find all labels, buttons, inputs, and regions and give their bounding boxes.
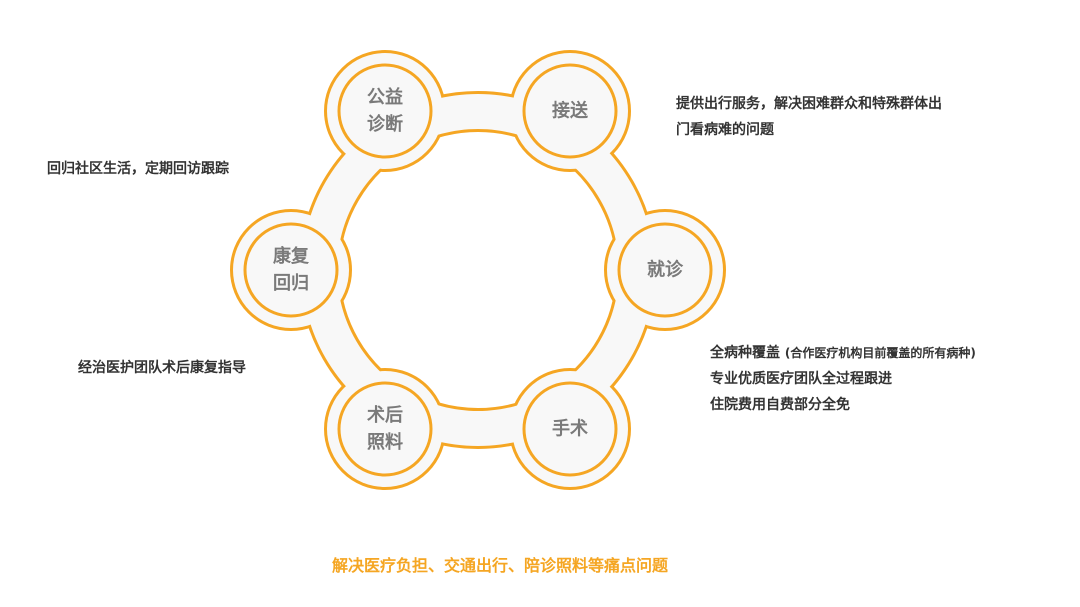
node-label-line: 接送 — [552, 100, 588, 122]
node-circle-gongyi — [337, 63, 433, 159]
footer-summary: 解决医疗负担、交通出行、陪诊照料等痛点问题 — [331, 556, 668, 575]
node-label-line: 术后 — [367, 405, 403, 426]
node-kangfu: 康复回归 — [246, 243, 336, 297]
note-jiesong: 提供出行服务，解决困难群众和特殊群体出 门看病难的问题 — [676, 91, 942, 143]
note-line: 住院费用自费部分全免 — [710, 397, 850, 413]
node-circle-shoushu — [522, 381, 618, 477]
node-circle-jiuzhen — [617, 222, 713, 318]
note-jiuzhen: 全病种覆盖 (合作医疗机构目前覆盖的所有病种) 专业优质医疗团队全过程跟进 住院… — [710, 340, 976, 418]
note-line: 提供出行服务，解决困难群众和特殊群体出 — [676, 96, 942, 112]
node-label-line: 就诊 — [647, 259, 683, 281]
node-circle-shuhou — [337, 381, 433, 477]
node-label-line: 照料 — [367, 432, 403, 453]
note-text: 全病种覆盖 — [710, 345, 780, 361]
note-line: 全病种覆盖 (合作医疗机构目前覆盖的所有病种) — [710, 340, 976, 366]
note-kangfu-top: 回归社区生活，定期回访跟踪 — [47, 161, 229, 177]
node-label-line: 公益 — [367, 87, 403, 108]
node-shuhou: 术后照料 — [340, 402, 430, 456]
note-aside: (合作医疗机构目前覆盖的所有病种) — [784, 346, 976, 360]
node-jiesong: 接送 — [525, 98, 615, 125]
node-label-line: 回归 — [273, 273, 309, 294]
node-label-line: 手术 — [552, 418, 588, 440]
node-circle-jiesong — [522, 63, 618, 159]
note-line: 专业优质医疗团队全过程跟进 — [710, 371, 892, 387]
note-line: 门看病难的问题 — [676, 122, 774, 138]
node-gongyi: 公益诊断 — [340, 84, 430, 138]
node-label-line: 康复 — [273, 246, 309, 267]
node-circle-kangfu — [243, 222, 339, 318]
note-kangfu-bottom: 经治医护团队术后康复指导 — [78, 360, 246, 376]
node-label-line: 诊断 — [367, 114, 403, 135]
node-jiuzhen: 就诊 — [620, 257, 710, 284]
node-shoushu: 手术 — [525, 416, 615, 443]
